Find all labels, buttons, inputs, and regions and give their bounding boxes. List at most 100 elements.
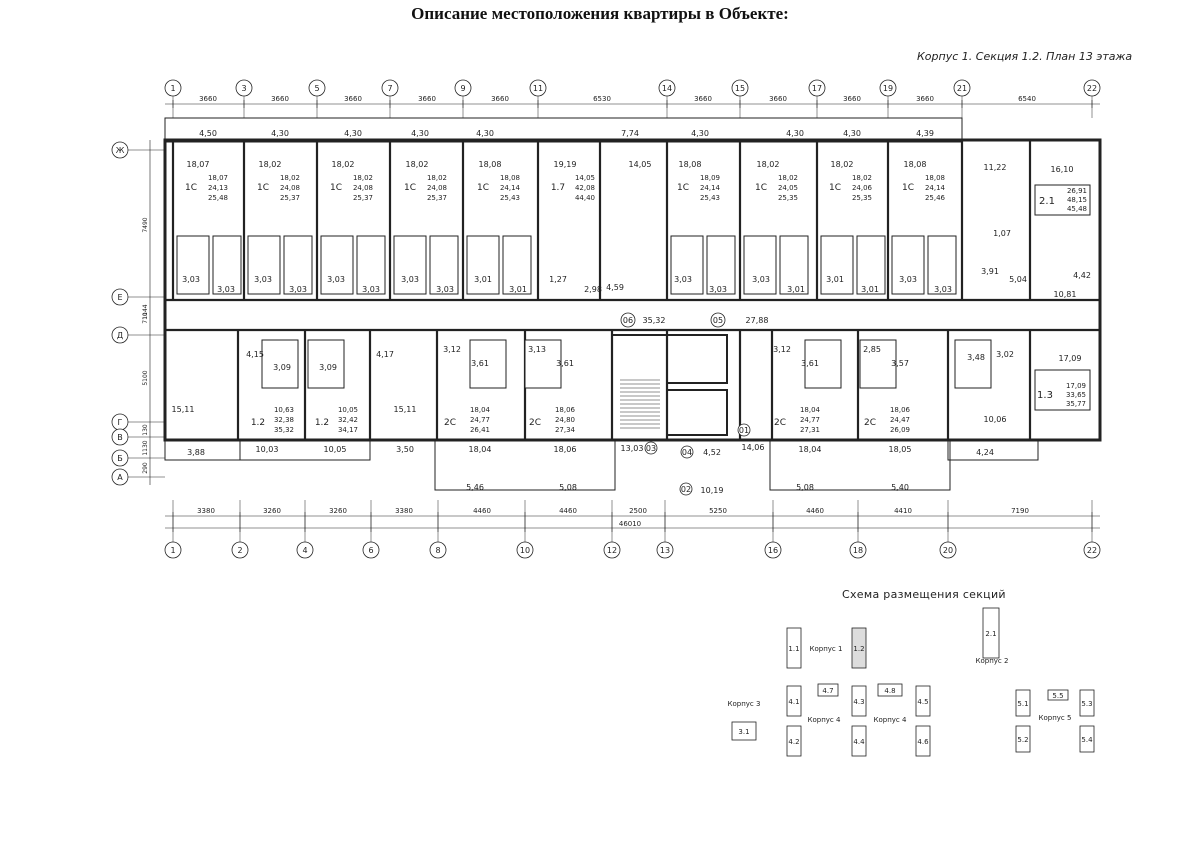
apartment-type: 2С <box>529 418 541 428</box>
axis-left-Е-label: Е <box>117 293 122 302</box>
corridor-tag-label: 05 <box>713 316 723 325</box>
apartment-type: 1С <box>257 183 269 193</box>
dim-bottom-label: 3260 <box>329 507 347 515</box>
apartment-total-area: 27,34 <box>555 426 576 434</box>
balcony-area: 10,19 <box>701 486 724 495</box>
apartment-type: 1С <box>404 183 416 193</box>
dim-top-label: 3660 <box>271 95 289 103</box>
room-area: 18,02 <box>757 160 780 169</box>
balcony-area: 4,30 <box>476 129 494 138</box>
axis-left-Б-label: Б <box>117 454 123 463</box>
apartment-total-area: 35,77 <box>1066 400 1086 408</box>
apartment-area: 48,15 <box>1067 196 1087 204</box>
apartment-type: 1.2 <box>315 418 329 428</box>
axis-left-Г-label: Г <box>118 418 123 427</box>
stair-core <box>611 334 668 441</box>
axis-bottom-10-label: 10 <box>520 546 530 555</box>
section-1-2-label: 1.2 <box>853 645 864 653</box>
hall-area: 3,13 <box>528 345 546 354</box>
balcony-bottom <box>239 439 371 461</box>
axis-bottom-13-label: 13 <box>660 546 670 555</box>
lift-shaft <box>666 389 728 436</box>
balcony-area: 4,30 <box>411 129 429 138</box>
apartment-type: 1.3 <box>1037 390 1053 401</box>
section-4-3-label: 4.3 <box>853 698 864 706</box>
dim-bottom-label: 3380 <box>395 507 413 515</box>
bathroom-area: 3,03 <box>899 275 917 284</box>
axis-bottom-6-label: 6 <box>368 546 373 555</box>
axis-top-9-label: 9 <box>460 84 465 93</box>
axis-bottom-12-label: 12 <box>607 546 617 555</box>
apartment-area: 24,06 <box>852 184 873 192</box>
apartment-total-area: 26,09 <box>890 426 910 434</box>
kitchen-area: 14,05 <box>629 160 652 169</box>
dim-bottom-label: 3260 <box>263 507 281 515</box>
apartment-living-area: 17,09 <box>1066 382 1086 390</box>
hall-area: 2,85 <box>863 345 881 354</box>
dim-left-label: 1130 <box>142 440 149 455</box>
apartment-type: 1С <box>902 183 914 193</box>
core-tag-label: 04 <box>682 448 692 457</box>
apartment-living-area: 14,05 <box>575 174 595 182</box>
corridor-tag <box>620 312 636 328</box>
apartment-area: 32,42 <box>338 416 358 424</box>
apartment-area: 32,38 <box>274 416 294 424</box>
section-3-1-label: 3.1 <box>738 728 749 736</box>
axis-left-В-label: В <box>117 433 123 442</box>
section-4-7-label: 4.7 <box>822 687 833 695</box>
core-tag <box>644 441 658 455</box>
apartment-living-area: 18,04 <box>800 406 821 414</box>
axis-top-22-label: 22 <box>1087 84 1097 93</box>
hall-area: 3,01 <box>861 285 879 294</box>
bathroom-area: 3,61 <box>471 359 489 368</box>
apartment-area: 24,80 <box>555 416 575 424</box>
bathroom-area: 3,09 <box>273 363 291 372</box>
bathroom-area: 3,48 <box>967 353 985 362</box>
apartment-type: 1С <box>755 183 767 193</box>
section-5-4-label: 5.4 <box>1081 736 1093 744</box>
apartment-living-area: 18,08 <box>500 174 520 182</box>
apartment-type: 1С <box>829 183 841 193</box>
apartment-area: 24,77 <box>470 416 490 424</box>
apartment-area: 33,65 <box>1066 391 1086 399</box>
apartment-total-area: 25,35 <box>852 194 872 202</box>
bathroom-area: 3,03 <box>327 275 345 284</box>
apartment-total-area: 25,46 <box>925 194 946 202</box>
section-4-4-label: 4.4 <box>853 738 865 746</box>
balcony-area: 3,88 <box>187 448 205 457</box>
hall-area: 4,59 <box>606 283 624 292</box>
balcony-area: 4,30 <box>344 129 362 138</box>
bathroom-block <box>891 235 925 295</box>
room-area: 18,02 <box>406 160 429 169</box>
bathroom-area: 3,03 <box>254 275 272 284</box>
hall-block <box>212 235 242 295</box>
section-5-5-label: 5.5 <box>1052 692 1063 700</box>
apartment-type: 1С <box>477 183 489 193</box>
apartment-living-area: 18,06 <box>890 406 911 414</box>
section-4-5-label: 4.5 <box>917 698 928 706</box>
lift-shaft <box>666 334 728 384</box>
bathroom-area: 3,03 <box>752 275 770 284</box>
dim-top-label: 3660 <box>491 95 509 103</box>
axis-bottom-4-label: 4 <box>302 546 307 555</box>
bathroom-area: 3,57 <box>891 359 909 368</box>
core-tag <box>679 482 693 496</box>
hall-area: 3,03 <box>436 285 454 294</box>
apartment-type: 2.1 <box>1039 196 1055 207</box>
dim-left-label: 710 <box>142 312 149 324</box>
bathroom-block <box>859 339 897 389</box>
bathroom-block <box>820 235 854 295</box>
section-4-1-label: 4.1 <box>788 698 799 706</box>
balcony-area: 5,40 <box>891 483 909 492</box>
apartment-type: 1С <box>677 183 689 193</box>
room-area: 18,05 <box>889 445 912 454</box>
hall-area: 3,02 <box>996 350 1014 359</box>
apartment-tag-box <box>1034 369 1091 411</box>
apartment-tag-box <box>1034 184 1091 216</box>
apartment-total-area: 34,17 <box>338 426 358 434</box>
balcony-area: 4,39 <box>916 129 934 138</box>
korpus-4-label: Корпус 4 <box>808 716 841 724</box>
hall-area: 5,04 <box>1009 275 1027 284</box>
axis-bottom-8-label: 8 <box>435 546 440 555</box>
balcony-area: 4,30 <box>271 129 289 138</box>
